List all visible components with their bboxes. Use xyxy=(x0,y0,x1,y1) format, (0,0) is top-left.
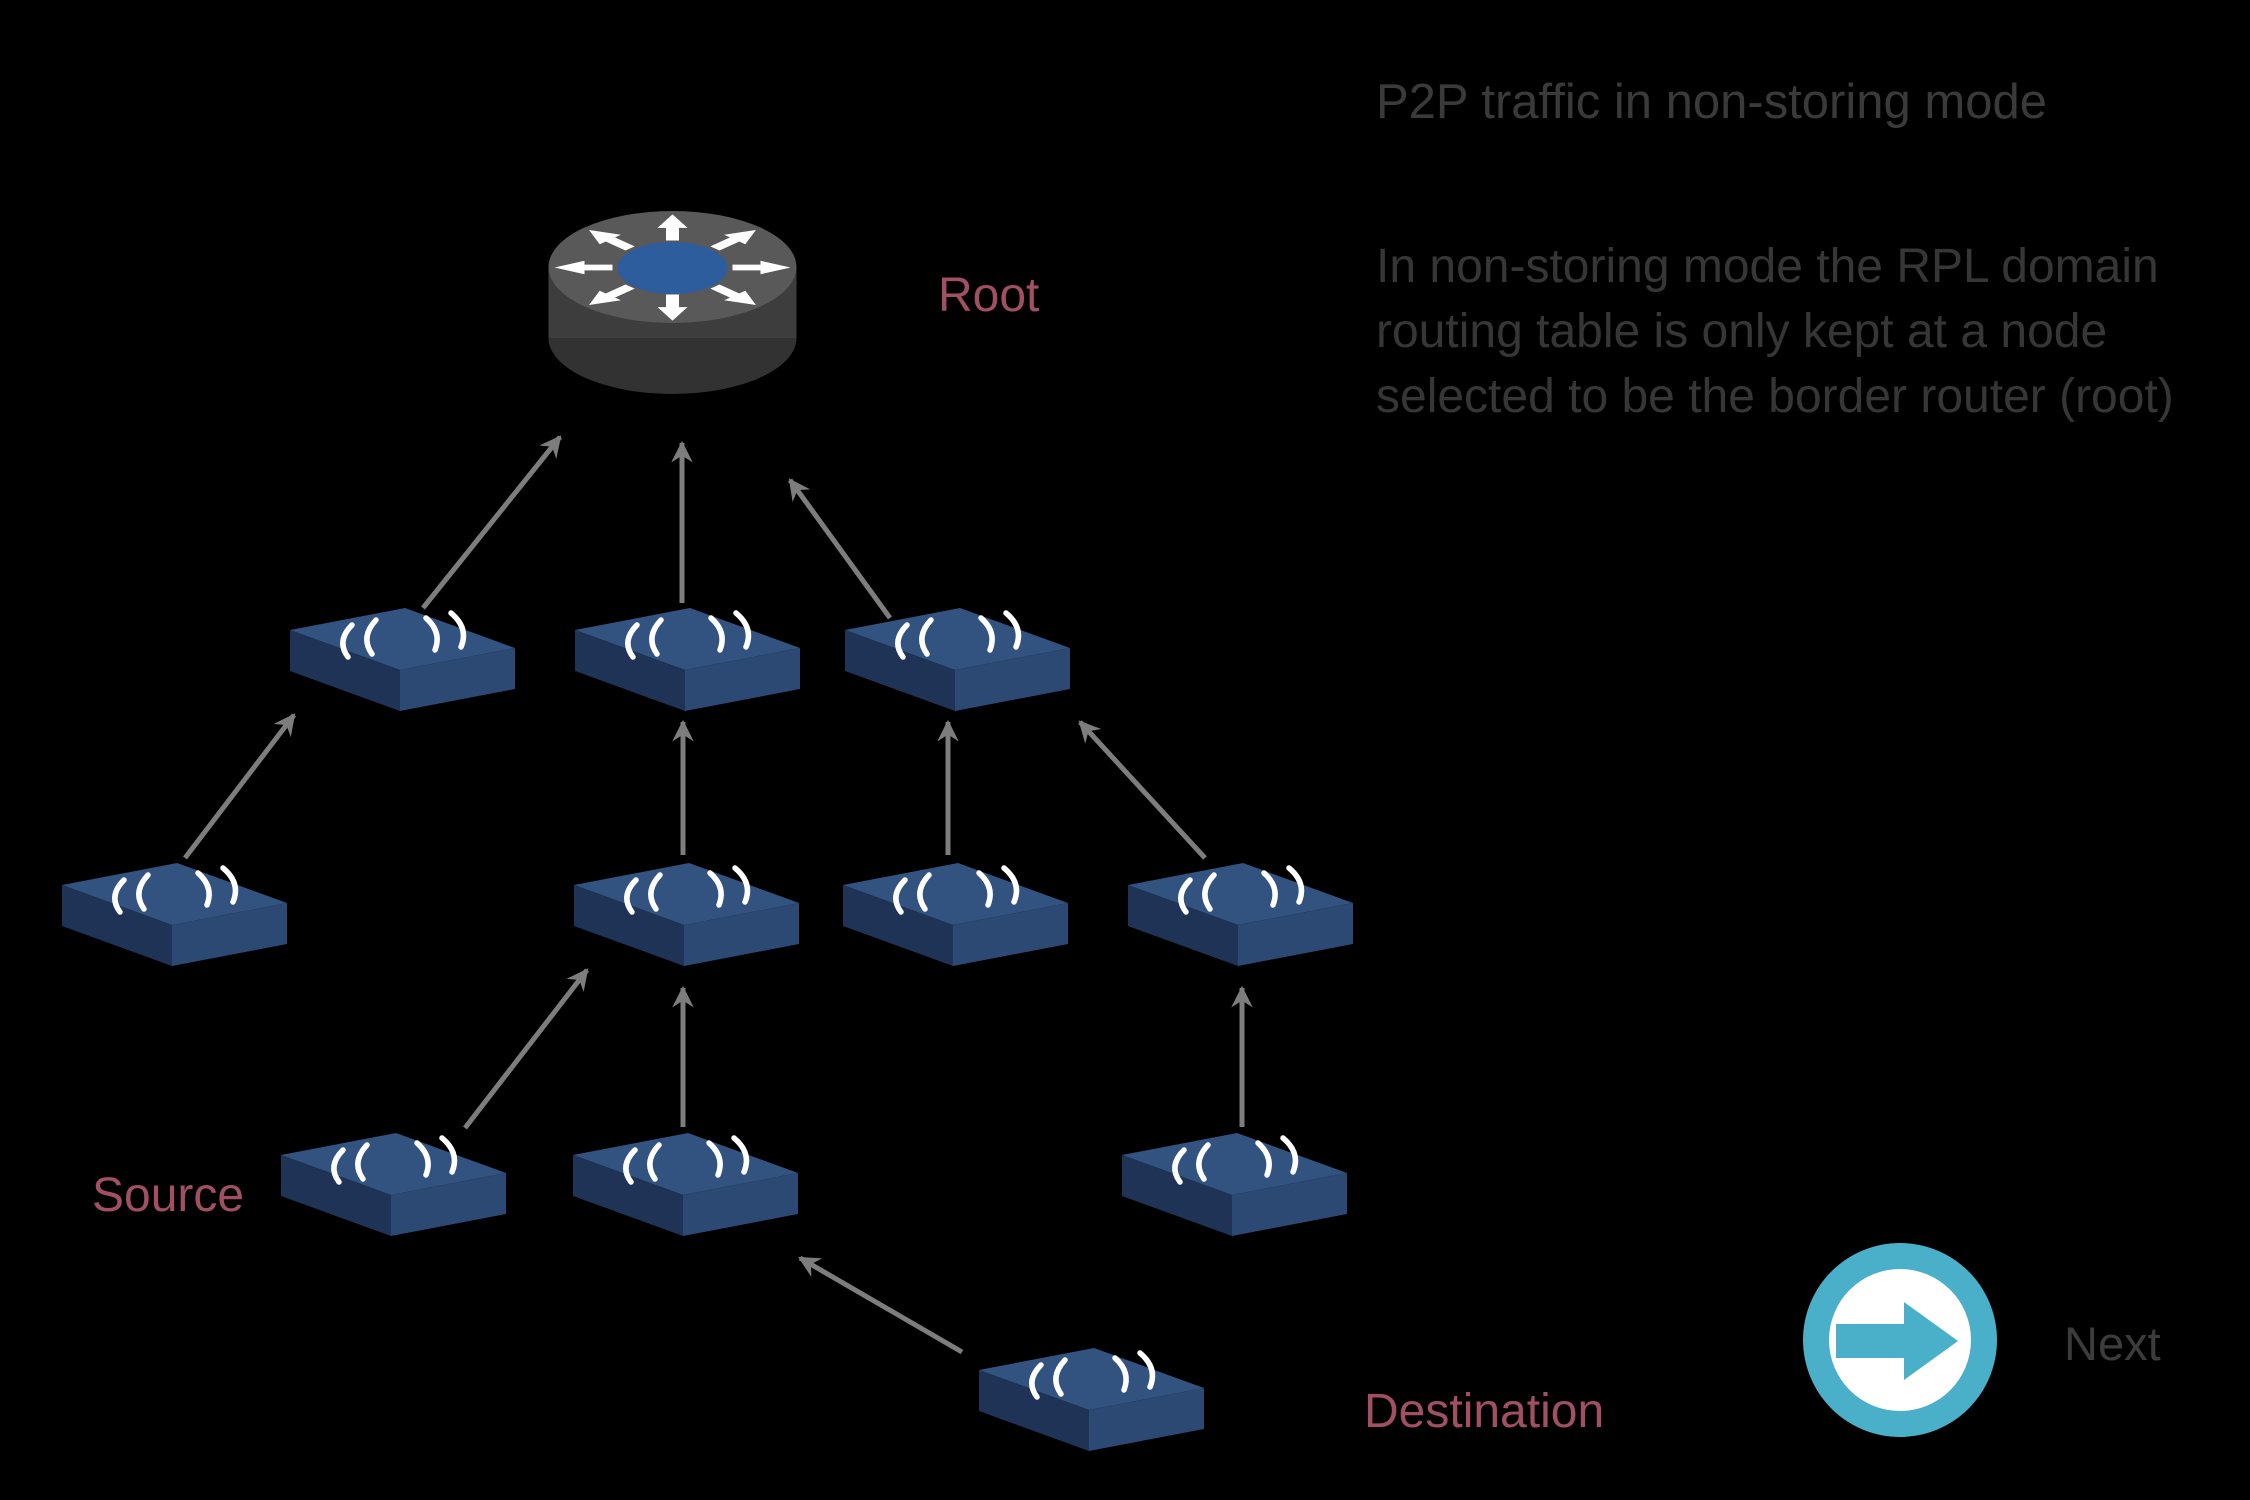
panel-body-line: In non-storing mode the RPL domain xyxy=(1376,240,2159,293)
destination-node xyxy=(979,1348,1204,1451)
mesh-node-s2 xyxy=(573,1133,798,1236)
mesh-node-m4 xyxy=(1128,863,1353,966)
mesh-node-s3 xyxy=(1122,1133,1347,1236)
route-arrow-m4-n3 xyxy=(1078,720,1207,860)
destination-label: Destination xyxy=(1364,1385,1605,1438)
next-button-label[interactable]: Next xyxy=(2064,1317,2161,1370)
multidirectional-arrows-icon xyxy=(554,214,791,321)
mesh-node-m1 xyxy=(62,863,287,966)
root-label: Root xyxy=(938,269,1040,322)
mesh-node-n2 xyxy=(575,608,800,711)
root-router-node xyxy=(548,211,797,394)
source-label: Source xyxy=(92,1169,245,1222)
next-button[interactable] xyxy=(1800,1240,2000,1440)
panel-body-line: routing table is only kept at a node xyxy=(1376,305,2108,358)
panel-title: P2P traffic in non-storing mode xyxy=(1376,75,2047,129)
panel-body-line: selected to be the border router (root) xyxy=(1376,370,2174,423)
next-arrow-icon xyxy=(1836,1302,1958,1380)
mesh-node-n1 xyxy=(290,608,515,711)
route-arrow-n3-root xyxy=(787,478,893,620)
route-arrows xyxy=(183,435,1253,1355)
mesh-node-n3 xyxy=(845,608,1070,711)
route-arrow-s1-m2 xyxy=(463,968,589,1130)
route-arrow-m1-n1 xyxy=(183,713,296,860)
mesh-node-m2 xyxy=(574,863,799,966)
route-arrow-d1-s2 xyxy=(798,1255,964,1355)
source-node xyxy=(281,1133,506,1236)
mesh-node-m3 xyxy=(843,863,1068,966)
route-arrow-n1-root xyxy=(421,435,562,610)
panel-body: In non-storing mode the RPL domain routi… xyxy=(1376,234,2174,429)
